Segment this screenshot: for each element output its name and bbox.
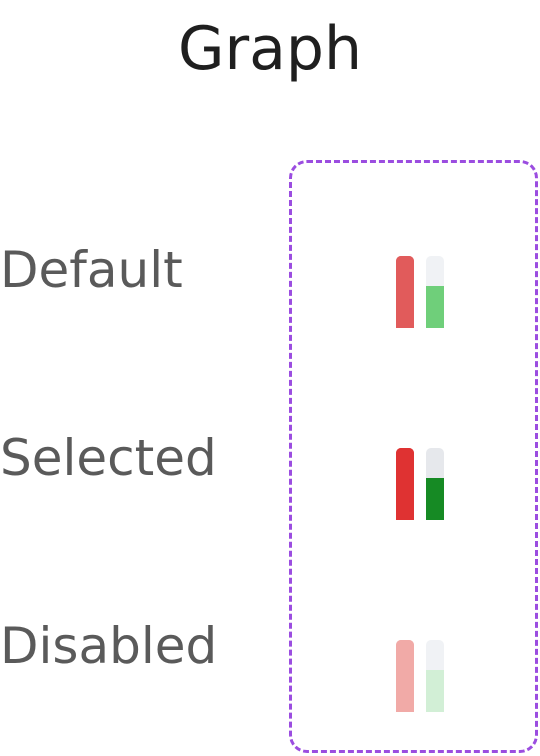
graph-right-bar — [426, 640, 444, 712]
graph-left-bar-fill — [396, 256, 414, 328]
state-label-selected: Selected — [0, 429, 217, 487]
page-title: Graph — [177, 14, 363, 84]
component-frame — [289, 160, 538, 753]
graph-default — [396, 256, 446, 328]
graph-right-bar-fill — [426, 478, 444, 520]
graph-left-bar-fill — [396, 448, 414, 520]
state-label-default: Default — [0, 241, 183, 299]
graph-left-bar — [396, 448, 414, 520]
graph-right-bar — [426, 256, 444, 328]
graph-left-bar-fill — [396, 640, 414, 712]
graph-right-bar — [426, 448, 444, 520]
graph-left-bar — [396, 256, 414, 328]
graph-selected[interactable] — [396, 448, 446, 520]
graph-right-bar-fill — [426, 286, 444, 328]
graph-disabled — [396, 640, 446, 712]
graph-left-bar — [396, 640, 414, 712]
graph-right-bar-fill — [426, 670, 444, 712]
state-label-disabled: Disabled — [0, 617, 218, 675]
